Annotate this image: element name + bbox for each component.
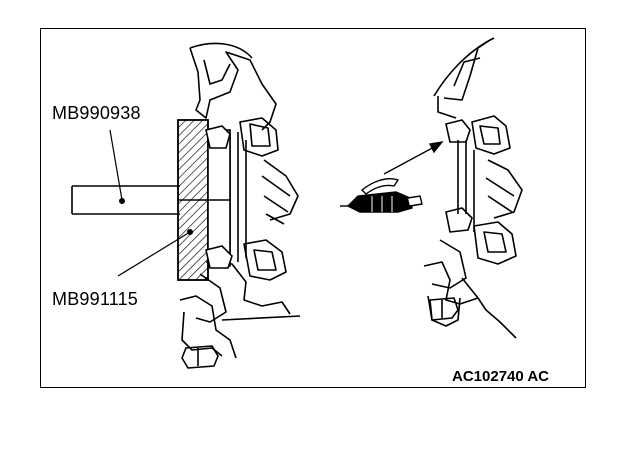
figure-code: AC102740 AC [452, 368, 549, 385]
figure-frame [40, 28, 586, 388]
tool-label-upper: MB990938 [52, 103, 141, 123]
figure-code-suffix: AC [527, 368, 550, 385]
figure-code-number: AC102740 [452, 368, 524, 385]
leader-lines [109, 129, 194, 277]
grease-direction-arrow [383, 141, 444, 175]
tool-label-lower: MB991115 [52, 289, 138, 309]
grease-gun-icon [340, 178, 423, 213]
installer-tool [71, 119, 233, 281]
right-hub-assembly [423, 37, 523, 339]
